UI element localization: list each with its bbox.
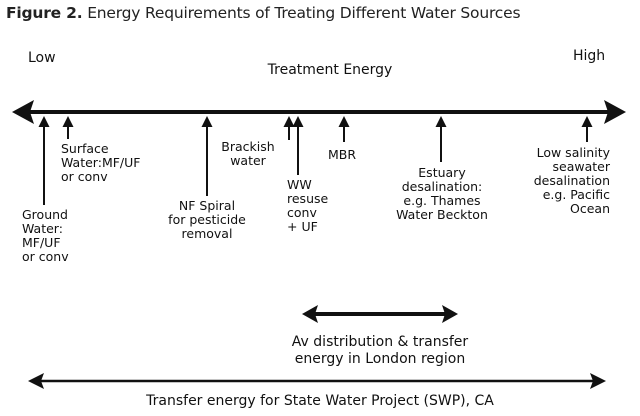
label-ground-water: Ground Water: MF/UF or conv [22, 207, 69, 264]
marker-mbr [338, 116, 350, 142]
label-nf-spiral: NF Spiral for pesticide removal [168, 198, 246, 241]
marker-estuary-desalination [435, 116, 447, 162]
london-range-arrow [302, 305, 458, 323]
label-surface-water: Surface Water:MF/UF or conv [61, 141, 141, 184]
marker-seawater-desalination [581, 116, 593, 142]
treatment-energy-label: Treatment Energy [267, 62, 393, 78]
label-seawater-desalination: Low salinity seawater desalination e.g. … [533, 145, 610, 216]
label-estuary-desalination: Estuary desalination: e.g. Thames Water … [396, 165, 488, 222]
swp-range-label: Transfer energy for State Water Project … [146, 393, 494, 409]
figure-title: Figure 2. Energy Requirements of Treatin… [6, 4, 521, 22]
marker-surface-water [62, 116, 74, 139]
figure-number: Figure 2. [6, 4, 83, 22]
axis-left-arrowhead [12, 100, 34, 124]
marker-ground-water [38, 116, 50, 205]
label-mbr: MBR [328, 147, 357, 162]
axis-right-arrowhead [604, 100, 626, 124]
label-brackish-water: Brackish water [221, 139, 275, 168]
label-ww-reuse: WW resuse conv + UF [287, 177, 329, 234]
swp-range-arrow [28, 373, 606, 389]
high-label: High [573, 48, 606, 64]
low-label: Low [28, 50, 56, 66]
marker-ww-reuse [292, 116, 304, 175]
london-range-label: Av distribution & transfer energy in Lon… [291, 334, 469, 367]
marker-nf-spiral [201, 116, 213, 196]
marker-brackish-water [283, 116, 295, 140]
figure-title-text: Energy Requirements of Treating Differen… [87, 4, 521, 22]
